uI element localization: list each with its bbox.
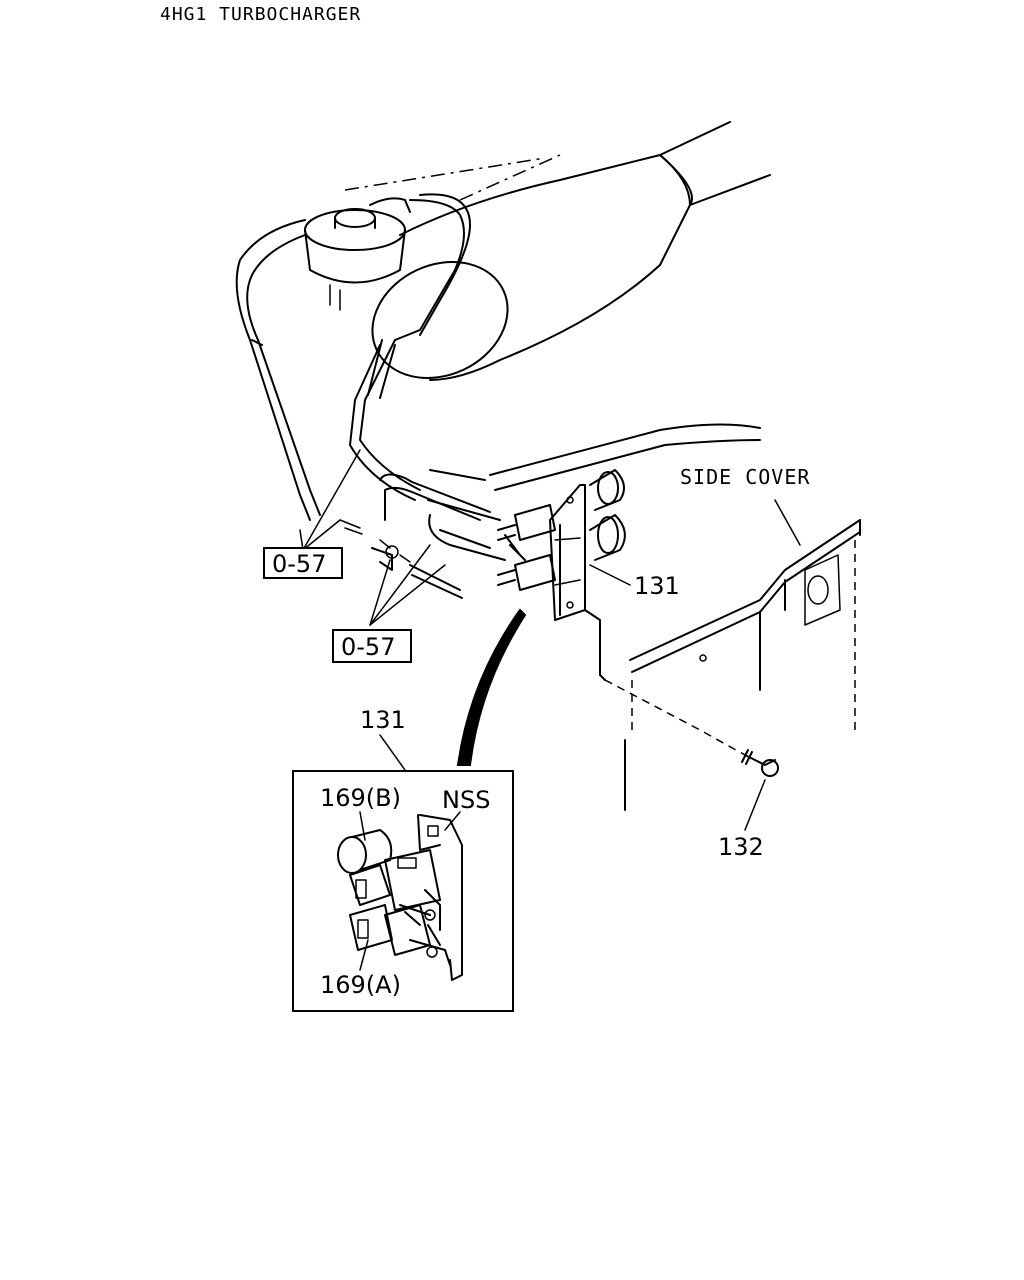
page-title: 4HG1 TURBOCHARGER	[160, 4, 362, 25]
part-169b-label: 169(B)	[320, 784, 401, 812]
ref-box-upper	[263, 547, 343, 579]
ref-label-upper: 0-57	[272, 550, 326, 578]
detail-frame	[292, 770, 514, 1012]
solenoid-valve-131	[497, 469, 631, 681]
part-131-detail-label: 131	[360, 706, 406, 734]
part-169a-label: 169(A)	[320, 971, 401, 999]
side-cover-label: SIDE COVER	[680, 465, 810, 489]
ref-box-lower	[332, 629, 412, 663]
bolt-132	[604, 679, 779, 831]
muffler-assembly	[235, 121, 771, 521]
vacuum-hoses	[339, 473, 506, 599]
nss-label: NSS	[442, 786, 490, 814]
reference-leaders	[299, 449, 446, 626]
ref-label-lower: 0-57	[341, 633, 395, 661]
part-131-label: 131	[634, 572, 680, 600]
detail-inset: 131 169(B) NSS 169(A)	[292, 706, 514, 1012]
part-132-label: 132	[718, 833, 764, 861]
side-cover-panel	[624, 499, 861, 811]
detail-arrow	[456, 608, 527, 766]
